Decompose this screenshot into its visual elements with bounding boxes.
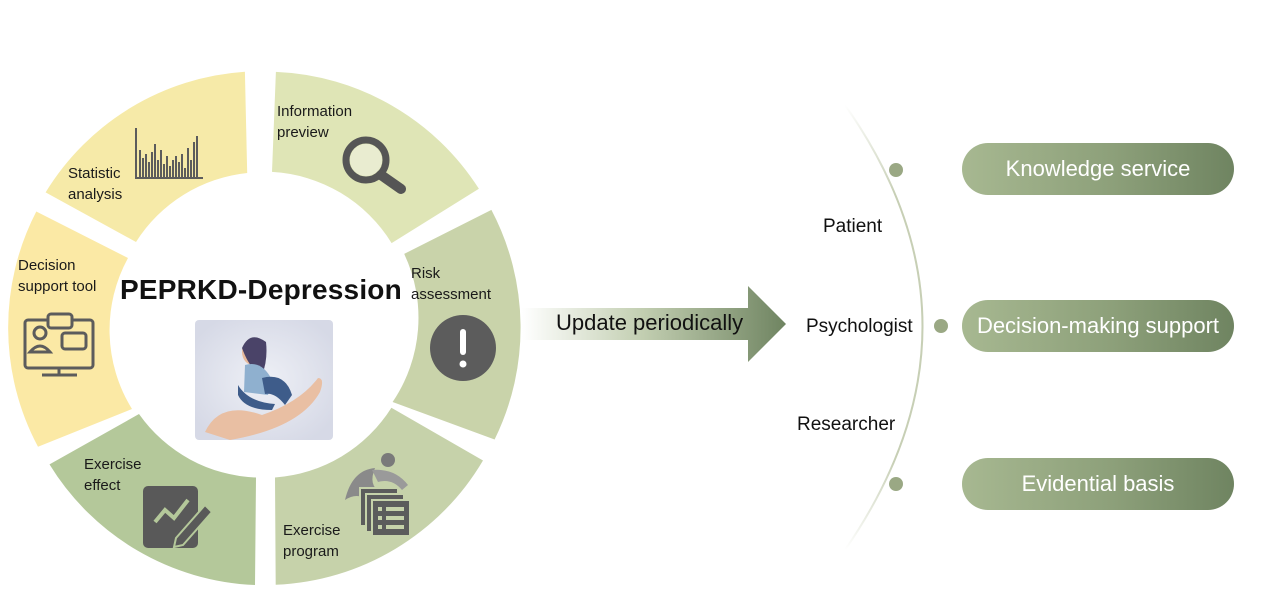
edit-chart-icon xyxy=(143,486,214,549)
role-researcher: Researcher xyxy=(797,414,896,435)
roles-arc xyxy=(844,104,924,551)
label-line: preview xyxy=(277,124,329,141)
label-line: Exercise xyxy=(84,456,142,473)
center-title: PEPRKD-Depression xyxy=(120,274,402,305)
bar-chart-icon xyxy=(135,128,203,179)
output-evidential-basis: Evidential basis xyxy=(962,458,1234,510)
magnifier-icon xyxy=(342,136,406,194)
output-knowledge-service: Knowledge service xyxy=(962,143,1234,195)
label-risk-assessment: Risk assessment xyxy=(411,263,491,305)
label-line: support tool xyxy=(18,278,97,295)
label-line: Statistic xyxy=(68,165,121,182)
output-decision-making-support: Decision-making support xyxy=(962,300,1234,352)
label-line: Information xyxy=(277,103,353,120)
node-decision xyxy=(934,319,948,333)
label-line: Decision xyxy=(18,257,76,274)
role-patient: Patient xyxy=(823,216,883,237)
runner-list-icon xyxy=(345,453,411,537)
depression-illustration xyxy=(195,320,333,440)
label-line: Risk xyxy=(411,265,441,282)
label-line: program xyxy=(283,543,339,560)
label-decision-support-tool: Decision support tool xyxy=(18,255,96,297)
update-arrow xyxy=(522,286,786,362)
node-knowledge xyxy=(889,163,903,177)
label-line: Exercise xyxy=(283,522,341,539)
label-line: analysis xyxy=(68,186,123,203)
node-evidential xyxy=(889,477,903,491)
label-statistic-analysis: Statistic analysis xyxy=(68,163,122,205)
label-line: effect xyxy=(84,477,121,494)
consultation-screen-icon xyxy=(23,312,95,377)
label-line: assessment xyxy=(411,286,492,303)
label-information-preview: Information preview xyxy=(277,101,352,143)
label-exercise-effect: Exercise effect xyxy=(84,454,142,496)
label-exercise-program: Exercise program xyxy=(283,520,341,562)
role-psychologist: Psychologist xyxy=(806,316,913,337)
exclamation-icon xyxy=(430,315,496,381)
arrow-label: Update periodically xyxy=(556,310,744,335)
